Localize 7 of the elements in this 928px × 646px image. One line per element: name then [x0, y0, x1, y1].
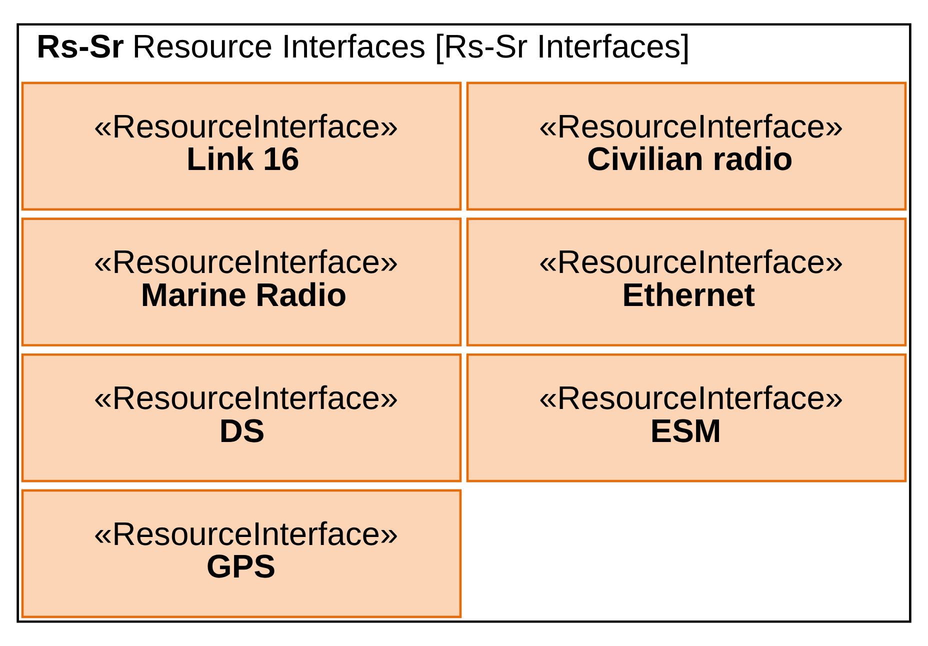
node-box: «ResourceInterface» ESM — [466, 353, 907, 482]
node-box: «ResourceInterface» Ethernet — [466, 218, 907, 346]
node-box: «ResourceInterface» Civilian radio — [466, 82, 907, 211]
node-box: «ResourceInterface» DS — [21, 353, 462, 482]
node-box: «ResourceInterface» Marine Radio — [21, 218, 462, 346]
node-box: «ResourceInterface» GPS — [21, 489, 462, 618]
node-box: «ResourceInterface» Link 16 — [21, 82, 462, 211]
